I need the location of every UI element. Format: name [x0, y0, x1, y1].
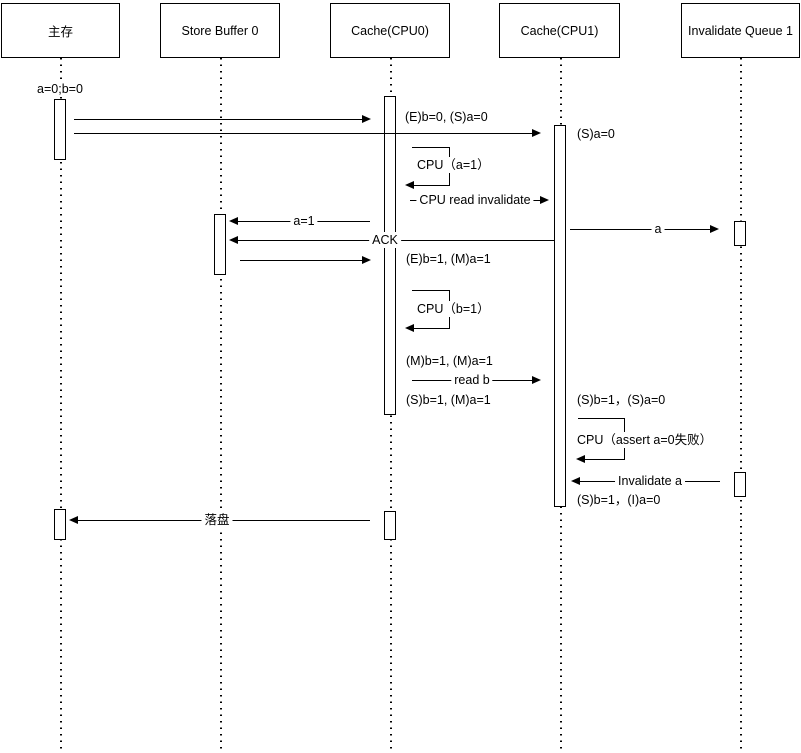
lifeline-header-invalidate-queue-1: Invalidate Queue 1: [681, 3, 800, 58]
arrowhead-icon: [532, 376, 541, 384]
lifeline-title: Cache(CPU1): [520, 23, 599, 38]
message-invalidate-a: Invalidate a: [571, 473, 720, 489]
lifeline-title: Invalidate Queue 1: [688, 23, 793, 38]
arrowhead-icon: [405, 181, 414, 189]
arrow-line: [570, 229, 710, 230]
lifeline-header-cache-cpu1: Cache(CPU1): [499, 3, 620, 58]
arrowhead-icon: [229, 217, 238, 225]
state-note-initial: a=0;b=0: [20, 81, 100, 97]
lifeline-header-main-memory: 主存: [1, 3, 120, 58]
self-loop-line: [585, 459, 625, 460]
lifeline-store-buffer-0: [220, 58, 222, 751]
lifeline-invalidate-queue-1: [740, 58, 742, 751]
arrowhead-icon: [362, 115, 371, 123]
self-message-label: CPU（a=1）: [415, 157, 492, 173]
self-loop-line: [414, 328, 450, 329]
state-note-after-flush: (E)b=1, (M)a=1: [406, 251, 491, 267]
message-store-a1: a=1: [229, 213, 370, 229]
arrowhead-icon: [229, 236, 238, 244]
arrow-line: [240, 260, 362, 261]
activation-cache-cpu0-flush: [384, 511, 396, 540]
arrowhead-icon: [405, 324, 414, 332]
state-note-cpu0-after-readb: (S)b=1, (M)a=1: [406, 392, 491, 408]
state-note-cpu1-final: (S)b=1，(I)a=0: [577, 492, 661, 508]
state-note-cpu1-load: (S)a=0: [577, 126, 615, 142]
self-loop-line: [412, 147, 450, 148]
self-message-label: CPU（assert a=0失败）: [575, 432, 715, 448]
arrow-line: [74, 133, 532, 134]
activation-store-buffer-0: [214, 214, 226, 275]
arrowhead-icon: [540, 196, 549, 204]
self-loop-line: [578, 418, 625, 419]
message-cpu-read-invalidate: CPU read invalidate: [410, 192, 549, 208]
activation-cache-cpu0: [384, 96, 396, 415]
message-mem-to-cpu0: [74, 111, 371, 127]
activation-cache-cpu1: [554, 125, 566, 507]
message-label: read b: [451, 372, 493, 388]
lifeline-main-memory: [60, 58, 62, 751]
arrowhead-icon: [576, 455, 585, 463]
message-ack: ACK: [229, 232, 554, 248]
message-label: CPU read invalidate: [416, 192, 534, 208]
arrow-line: [74, 119, 362, 120]
lifeline-title: Cache(CPU0): [351, 23, 429, 38]
state-note-cpu0-load: (E)b=0, (S)a=0: [405, 109, 488, 125]
lifeline-title: 主存: [47, 25, 73, 39]
message-label: a: [651, 221, 665, 237]
message-read-b: read b: [412, 372, 541, 388]
message-flush-to-memory: 落盘: [69, 512, 370, 528]
lifeline-header-cache-cpu0: Cache(CPU0): [330, 3, 450, 58]
state-note-cpu1-after-readb: (S)b=1，(S)a=0: [577, 392, 666, 408]
arrowhead-icon: [710, 225, 719, 233]
self-loop-line: [412, 290, 450, 291]
self-loop-line: [414, 185, 450, 186]
arrowhead-icon: [362, 256, 371, 264]
activation-invalidate-queue-1: [734, 221, 746, 246]
message-label: ACK: [369, 232, 401, 248]
lifeline-title: Store Buffer 0: [181, 23, 259, 38]
activation-invalidate-queue-2: [734, 472, 746, 497]
lifeline-header-store-buffer-0: Store Buffer 0: [160, 3, 280, 58]
state-note-before-readb: (M)b=1, (M)a=1: [406, 353, 493, 369]
message-storebuffer-flush: [240, 252, 371, 268]
message-label: 落盘: [201, 512, 233, 528]
message-mem-to-cpu1: [74, 125, 541, 141]
message-label: a=1: [290, 213, 318, 229]
activation-main-memory-2: [54, 509, 66, 540]
arrowhead-icon: [571, 477, 580, 485]
arrowhead-icon: [532, 129, 541, 137]
activation-main-memory-1: [54, 99, 66, 160]
message-label: Invalidate a: [615, 473, 685, 489]
message-queue-a: a: [570, 221, 719, 237]
self-message-label: CPU（b=1）: [415, 301, 492, 317]
arrowhead-icon: [69, 516, 78, 524]
